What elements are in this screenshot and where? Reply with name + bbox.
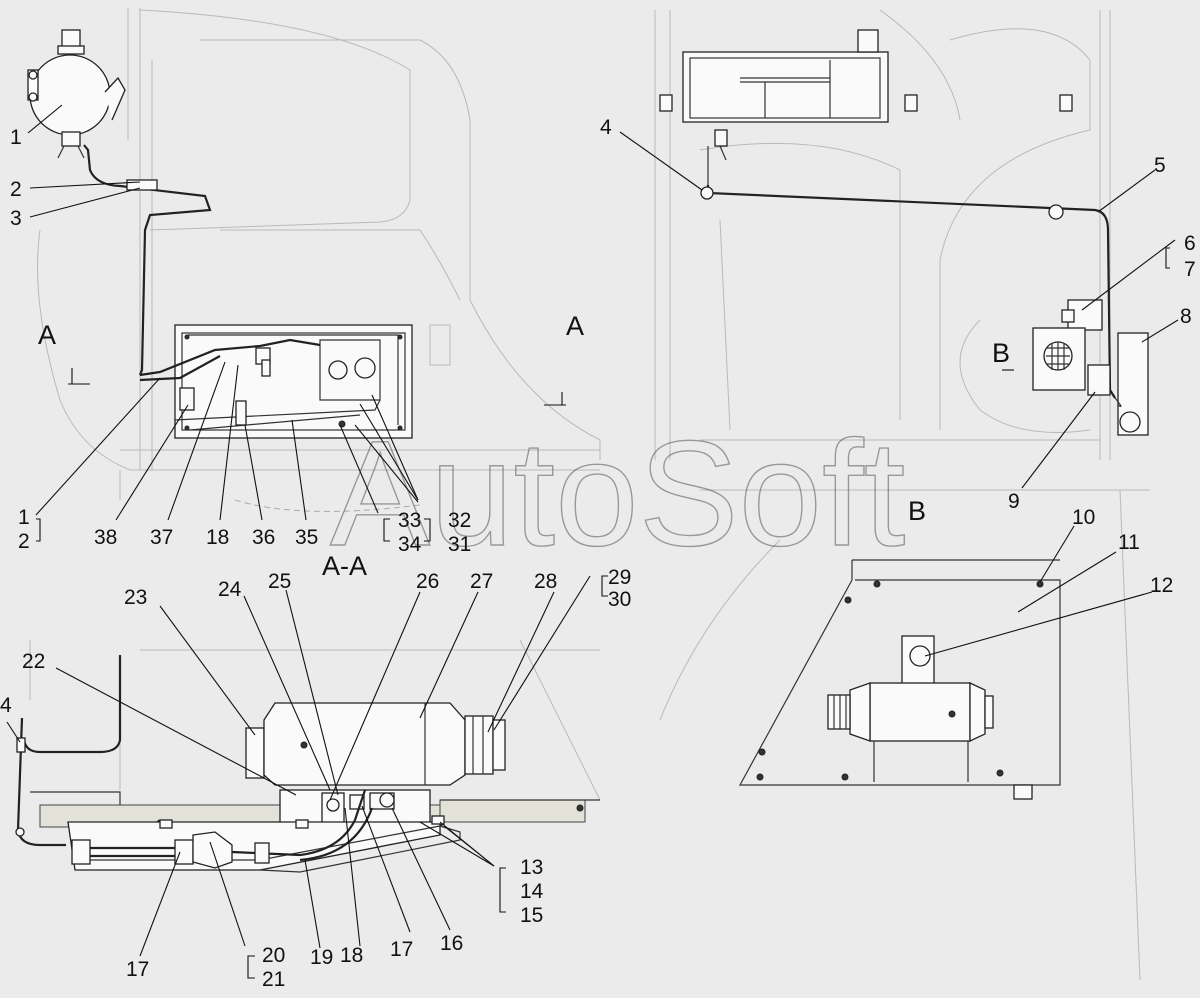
fuel-tank-right bbox=[659, 29, 1073, 185]
callout-26: 26 bbox=[416, 570, 439, 593]
callout-2-top: 2 bbox=[10, 178, 22, 201]
callout-19: 19 bbox=[310, 946, 333, 969]
section-arrow-left: A bbox=[38, 320, 90, 385]
section-aa-title: A-A bbox=[322, 551, 367, 581]
callout-9: 9 bbox=[1008, 490, 1020, 513]
callout-8: 8 bbox=[1180, 305, 1192, 328]
callout-33: 33 bbox=[398, 509, 421, 532]
callout-27: 27 bbox=[470, 570, 493, 593]
view-b-title: B bbox=[908, 496, 926, 526]
pipe-sleeve bbox=[126, 179, 158, 191]
section-arrow-right: A bbox=[544, 311, 584, 406]
watermark-text: AutoSoft bbox=[330, 409, 905, 577]
callout-4-top: 4 bbox=[600, 116, 612, 139]
callout-18-top: 18 bbox=[206, 526, 229, 549]
callout-30: 30 bbox=[608, 588, 631, 611]
callout-6: 6 bbox=[1184, 232, 1196, 255]
callout-31: 31 bbox=[448, 533, 471, 556]
view-b-bracket bbox=[738, 559, 1061, 800]
callout-3-top: 3 bbox=[10, 207, 22, 230]
callout-20: 20 bbox=[262, 944, 285, 967]
pipe-fitting-right bbox=[700, 186, 714, 200]
callout-34: 34 bbox=[398, 533, 422, 556]
fuel-pipe-right bbox=[706, 185, 1116, 399]
callout-22: 22 bbox=[22, 650, 45, 673]
callout-23: 23 bbox=[124, 586, 147, 609]
fuel-tank-left bbox=[27, 29, 126, 159]
callout-14: 14 bbox=[520, 880, 544, 903]
heater-right bbox=[1032, 299, 1149, 436]
callout-24: 24 bbox=[218, 578, 242, 601]
heater-plate bbox=[139, 324, 413, 439]
callout-21: 21 bbox=[262, 968, 285, 991]
svg-text:A: A bbox=[566, 311, 584, 341]
view-b-heater bbox=[827, 635, 994, 782]
callout-32: 32 bbox=[448, 509, 471, 532]
callout-12: 12 bbox=[1150, 574, 1173, 597]
callout-7: 7 bbox=[1184, 258, 1196, 281]
leaders-top-right bbox=[619, 131, 1179, 489]
callout-4-aa: 4 bbox=[0, 694, 12, 717]
callout-18-bot: 18 bbox=[340, 944, 363, 967]
callout-17-left: 17 bbox=[126, 958, 149, 981]
callout-10: 10 bbox=[1072, 506, 1095, 529]
callout-25: 25 bbox=[268, 570, 291, 593]
callout-2-bot: 2 bbox=[18, 530, 30, 553]
callout-37: 37 bbox=[150, 526, 173, 549]
callout-11: 11 bbox=[1118, 531, 1140, 554]
pipe-clamp-right bbox=[1048, 204, 1064, 220]
view-b-arrow: B bbox=[992, 338, 1014, 371]
callout-28: 28 bbox=[534, 570, 557, 593]
callout-38: 38 bbox=[94, 526, 117, 549]
leaders-top-left bbox=[27, 104, 431, 542]
svg-text:A: A bbox=[38, 320, 56, 350]
fuel-pipe-left bbox=[83, 144, 212, 376]
leaders-view-b bbox=[924, 525, 1153, 657]
callout-17-right: 17 bbox=[390, 938, 413, 961]
svg-text:B: B bbox=[992, 338, 1010, 368]
callout-35: 35 bbox=[295, 526, 318, 549]
callout-5: 5 bbox=[1154, 154, 1166, 177]
callout-16: 16 bbox=[440, 932, 463, 955]
callout-1-bot: 1 bbox=[18, 506, 30, 529]
callout-29: 29 bbox=[608, 566, 631, 589]
leaders-section-aa bbox=[6, 575, 608, 979]
callout-36: 36 bbox=[252, 526, 275, 549]
callout-13: 13 bbox=[520, 856, 543, 879]
callout-1-top: 1 bbox=[10, 126, 22, 149]
callout-15: 15 bbox=[520, 904, 543, 927]
